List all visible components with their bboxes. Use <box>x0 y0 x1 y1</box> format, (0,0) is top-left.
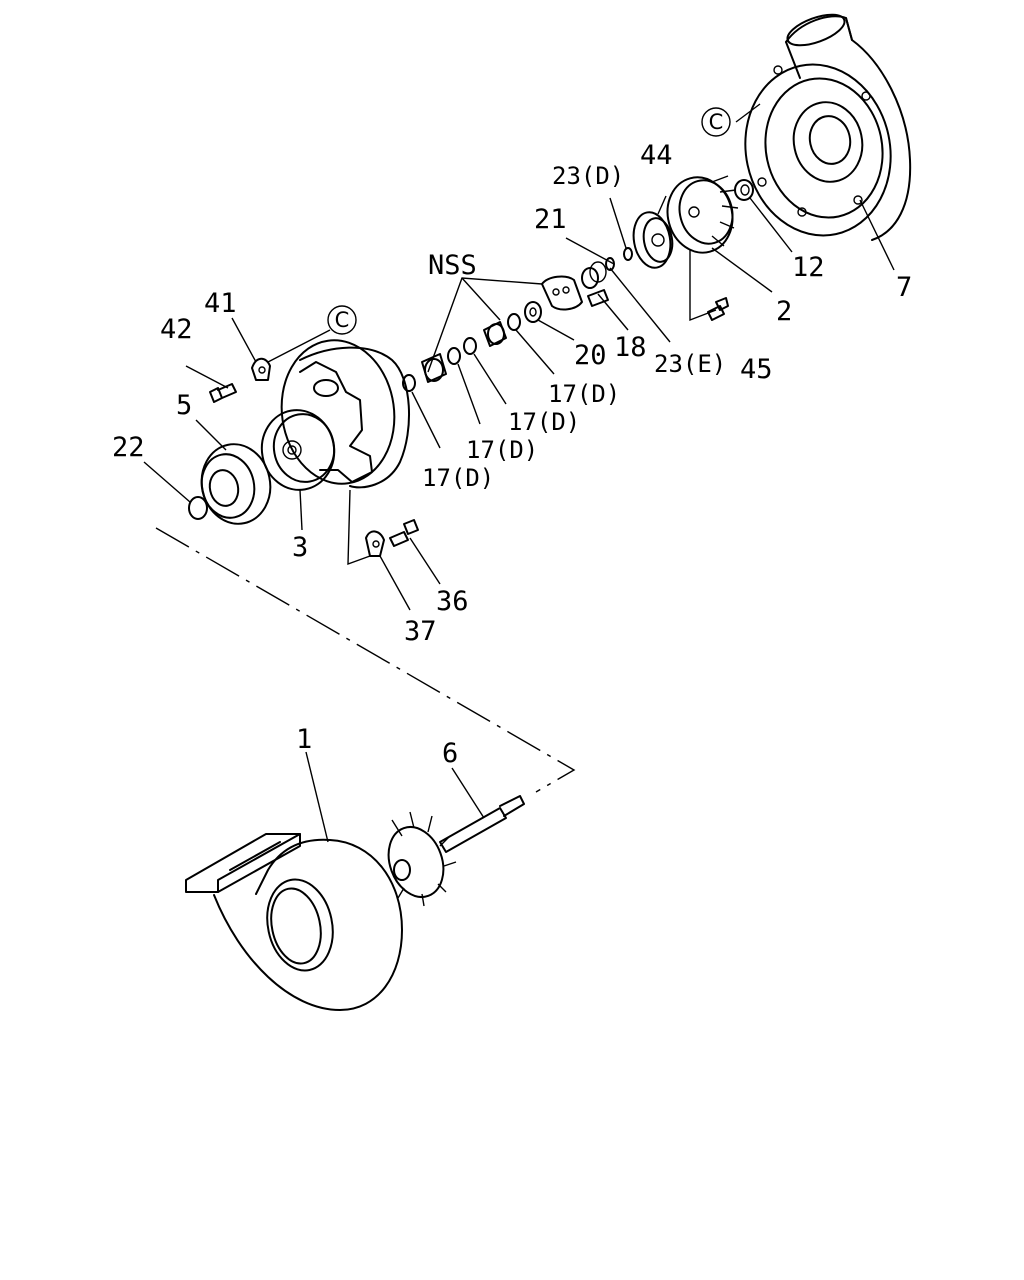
label-23e: 23(E) <box>654 350 726 378</box>
label-44: 44 <box>640 140 673 171</box>
label-23d: 23(D) <box>552 162 624 190</box>
compressor-wheel <box>666 175 739 254</box>
bolt-36 <box>389 519 419 547</box>
label-22: 22 <box>112 432 145 463</box>
o-ring-22 <box>188 496 208 520</box>
bolt-42 <box>209 383 237 403</box>
svg-text:C: C <box>709 110 724 134</box>
label-45: 45 <box>740 354 773 385</box>
label-3: 3 <box>292 532 308 563</box>
part-labels: 7 12 2 44 23(D) 21 NSS 20 18 23(E) 45 17… <box>112 140 912 769</box>
reference-c-mid: C <box>327 305 357 335</box>
bearing-nss-face <box>487 323 505 345</box>
thrust-ring-21 <box>581 261 607 289</box>
label-1: 1 <box>296 724 312 755</box>
label-20: 20 <box>574 340 607 371</box>
label-17d-1: 17(D) <box>548 380 620 408</box>
label-2: 2 <box>776 296 792 327</box>
svg-text:C: C <box>335 308 350 332</box>
compressor-housing <box>744 13 912 241</box>
seal-plate-5 <box>200 443 272 525</box>
insert-plate-44 <box>632 211 674 269</box>
reference-c-top: C <box>701 107 731 137</box>
label-17d-4: 17(D) <box>422 464 494 492</box>
bearing-housing <box>260 339 410 491</box>
label-42: 42 <box>160 314 193 345</box>
snap-ring-17-4 <box>402 374 416 392</box>
lock-plate-37 <box>365 530 385 557</box>
label-17d-3: 17(D) <box>466 436 538 464</box>
label-36: 36 <box>436 586 469 617</box>
snap-ring-17-3 <box>447 347 461 365</box>
turbine-housing <box>185 833 403 1011</box>
o-ring-23d <box>623 247 633 261</box>
label-37: 37 <box>404 616 437 647</box>
turbine-wheel-shaft <box>387 795 525 907</box>
label-41: 41 <box>204 288 237 319</box>
screw-18 <box>587 289 609 307</box>
oil-deflector-hole <box>529 307 537 317</box>
leader-lines <box>143 103 895 843</box>
thrust-bearing <box>541 275 583 311</box>
bearing-nss-2-face <box>424 358 444 382</box>
label-21: 21 <box>534 204 567 235</box>
label-12: 12 <box>792 252 825 283</box>
axis-line <box>155 527 576 793</box>
label-5: 5 <box>176 390 192 421</box>
label-7: 7 <box>896 272 912 303</box>
label-6: 6 <box>442 738 458 769</box>
label-17d-2: 17(D) <box>508 408 580 436</box>
nut-12 <box>734 179 754 201</box>
lock-plate-41 <box>251 357 271 381</box>
label-nss: NSS <box>428 250 477 281</box>
snap-ring-17-2 <box>463 337 477 355</box>
label-18: 18 <box>614 332 647 363</box>
bolt-45 <box>707 297 729 321</box>
oil-deflector-20 <box>524 301 542 323</box>
snap-ring-17-1 <box>507 313 521 331</box>
